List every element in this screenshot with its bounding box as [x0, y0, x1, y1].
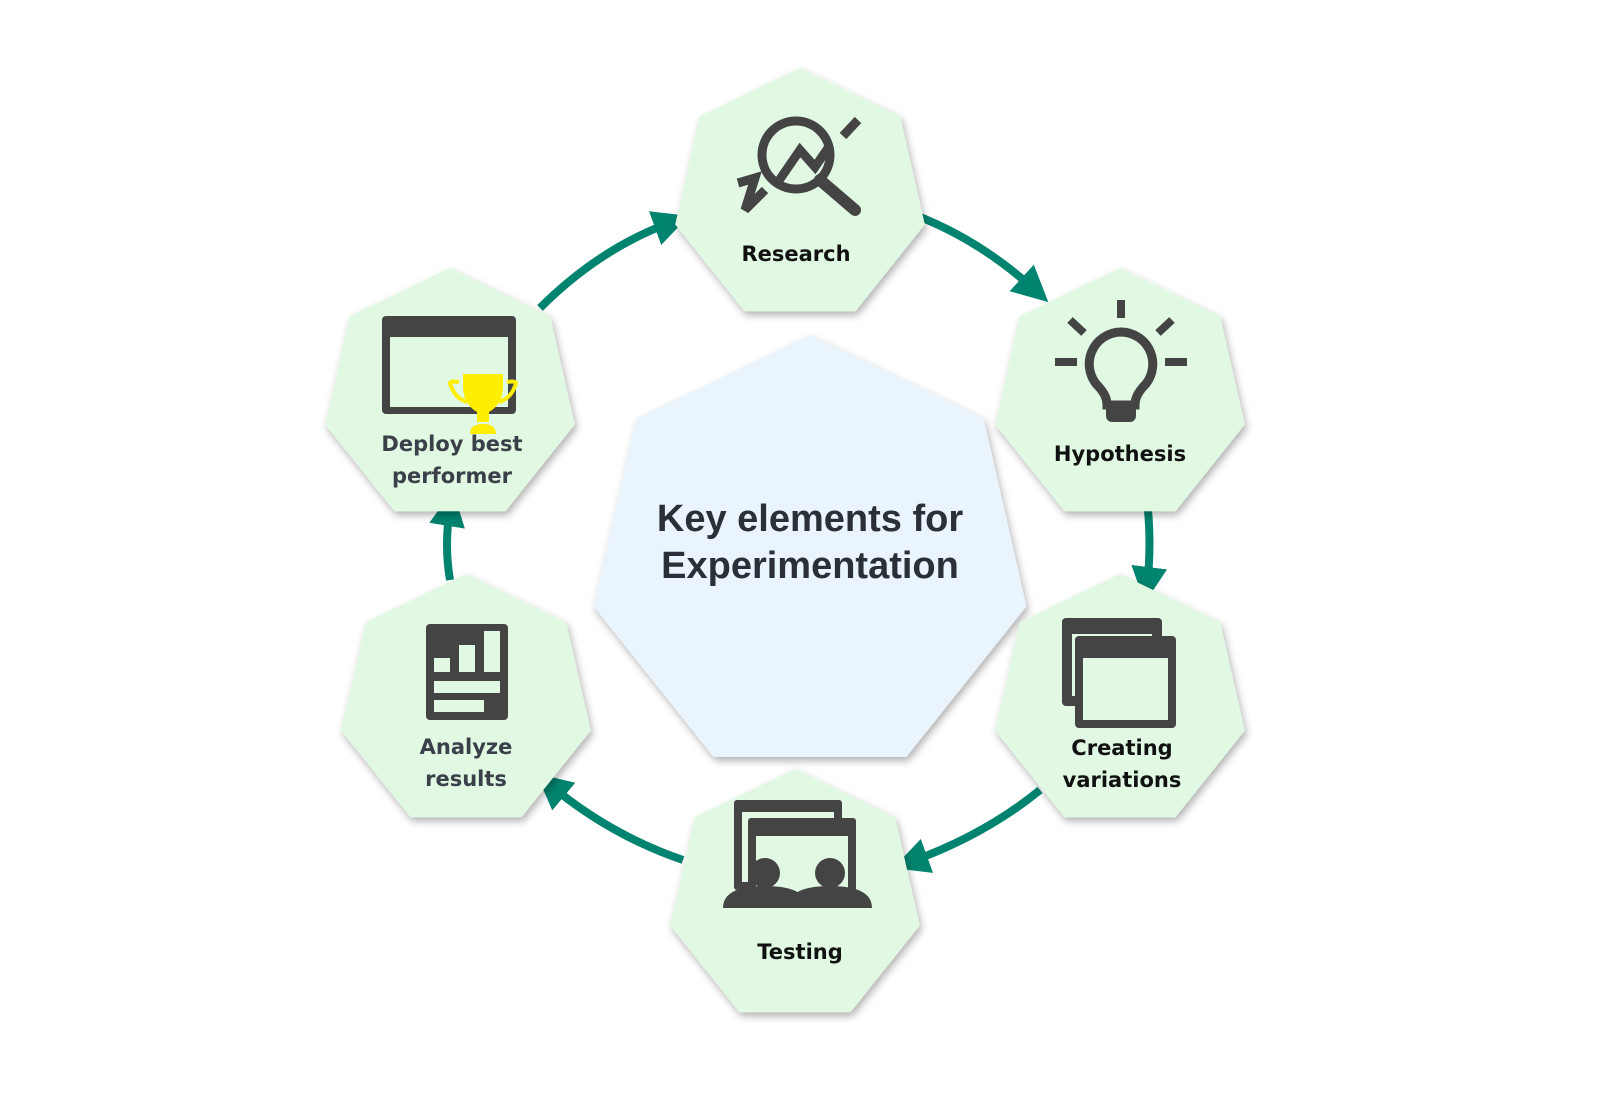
step-analyze-results: Analyze results	[341, 574, 591, 818]
step-heptagon	[995, 268, 1245, 512]
step-label-line1: Analyze	[420, 735, 513, 759]
report-chart-icon	[426, 624, 508, 720]
windows-icon	[1062, 618, 1176, 728]
arrow-hypothesis-to-creating	[1131, 499, 1168, 603]
center-title-line1: Key elements for	[657, 498, 963, 540]
step-label: Hypothesis	[1054, 442, 1186, 466]
step-creating-variations: Creating variations	[995, 574, 1245, 818]
step-label-line2: performer	[392, 464, 513, 488]
arrow-testing-to-analyze	[536, 773, 685, 864]
center-node: Key elements for Experimentation	[593, 335, 1027, 757]
center-title-line2: Experimentation	[661, 545, 959, 587]
step-label-line2: variations	[1063, 768, 1182, 792]
step-label: Testing	[757, 940, 843, 964]
arrow-deploy-to-research	[537, 211, 689, 311]
arrow-research-to-hypothesis	[913, 211, 1049, 303]
lightbulb-icon	[1055, 300, 1187, 422]
research-icon	[736, 116, 862, 216]
arrow-creating-to-testing	[893, 786, 1043, 873]
step-label-line1: Deploy best	[381, 432, 522, 456]
step-label-line2: results	[425, 767, 507, 791]
trophy-icon	[448, 374, 518, 434]
center-heptagon	[593, 335, 1027, 757]
step-hypothesis: Hypothesis	[995, 268, 1245, 512]
step-testing: Testing	[670, 769, 920, 1013]
window-trophy-icon	[382, 316, 518, 434]
step-deploy-best-performer: Deploy best performer	[325, 268, 575, 512]
testing-users-icon	[723, 800, 872, 908]
step-research: Research	[675, 68, 925, 312]
arrow-analyze-to-deploy	[429, 490, 465, 581]
step-label-line1: Creating	[1071, 736, 1172, 760]
step-label: Research	[741, 242, 850, 266]
